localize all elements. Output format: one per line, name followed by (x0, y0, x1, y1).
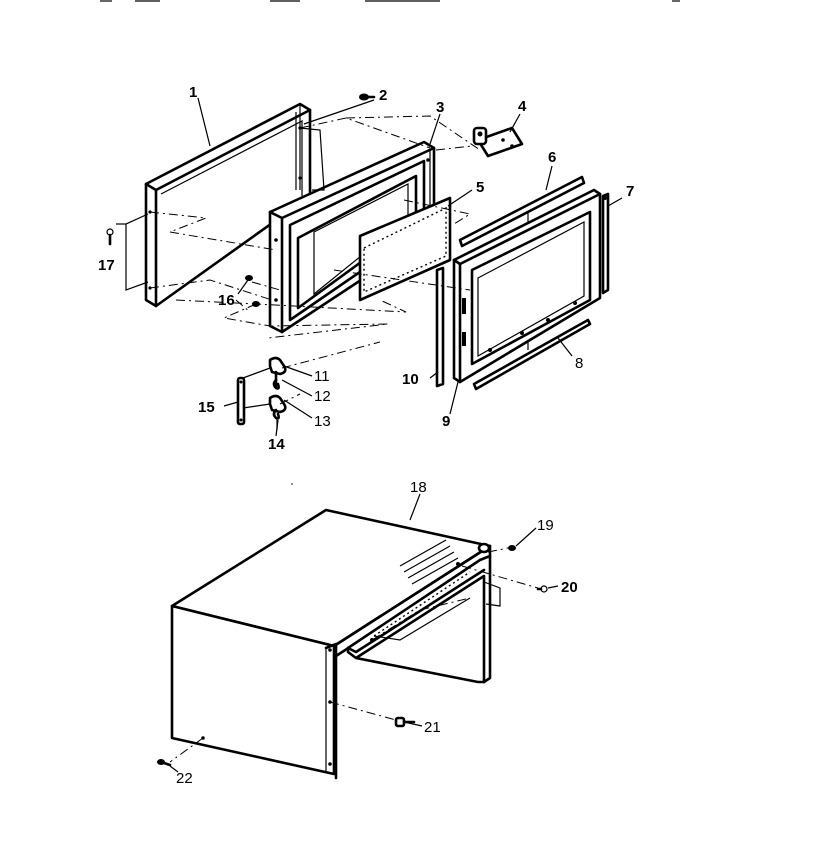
part-4-hinge-bracket (472, 126, 524, 158)
label-part-9: 9 (442, 413, 450, 430)
label-part-4: 4 (518, 98, 527, 115)
part-9-inner-door-frame (452, 188, 602, 384)
part-10-left-strip (435, 266, 445, 388)
label-part-6: 6 (548, 149, 556, 166)
part-8-bottom-strip (472, 318, 592, 391)
part-13-latch (268, 394, 287, 414)
label-part-20: 20 (561, 579, 578, 596)
label-part-13: 13 (314, 413, 331, 430)
label-part-3: 3 (436, 99, 444, 116)
part-19-screw (508, 545, 516, 551)
part-2-screw (359, 93, 376, 101)
part-5-glass-panel (358, 196, 452, 302)
label-part-16: 16 (218, 292, 235, 309)
label-part-11: 11 (314, 368, 330, 385)
label-part-15: 15 (198, 399, 215, 416)
label-part-2: 2 (379, 87, 387, 104)
part-6-top-strip (458, 175, 586, 248)
part-20-screw (536, 585, 548, 593)
label-part-12: 12 (314, 388, 331, 405)
label-part-7: 7 (626, 183, 634, 200)
label-part-21: 21 (424, 719, 441, 736)
part-22-screw (157, 759, 172, 767)
assembly-lines (116, 99, 539, 763)
part-7-right-strip (601, 192, 610, 295)
label-part-19: 19 (537, 517, 554, 534)
part-18-cabinet-cover (170, 508, 501, 780)
part-16-screws (245, 275, 260, 307)
label-part-1: 1 (189, 84, 197, 101)
part-15-bar (236, 376, 246, 426)
part-11-latch (268, 356, 287, 388)
scan-speck (291, 483, 293, 485)
part-labels: 1 2 3 4 5 6 7 8 9 10 11 12 13 14 15 16 1… (98, 84, 634, 787)
label-part-8: 8 (575, 355, 583, 372)
label-part-5: 5 (476, 179, 484, 196)
part-17-screw (106, 228, 114, 246)
label-part-14: 14 (268, 436, 285, 453)
label-part-17: 17 (98, 257, 115, 274)
label-part-18: 18 (410, 479, 427, 496)
leader-lines (169, 97, 623, 773)
part-12-spring (272, 378, 280, 390)
label-part-10: 10 (402, 371, 419, 388)
label-part-22: 22 (176, 770, 193, 787)
